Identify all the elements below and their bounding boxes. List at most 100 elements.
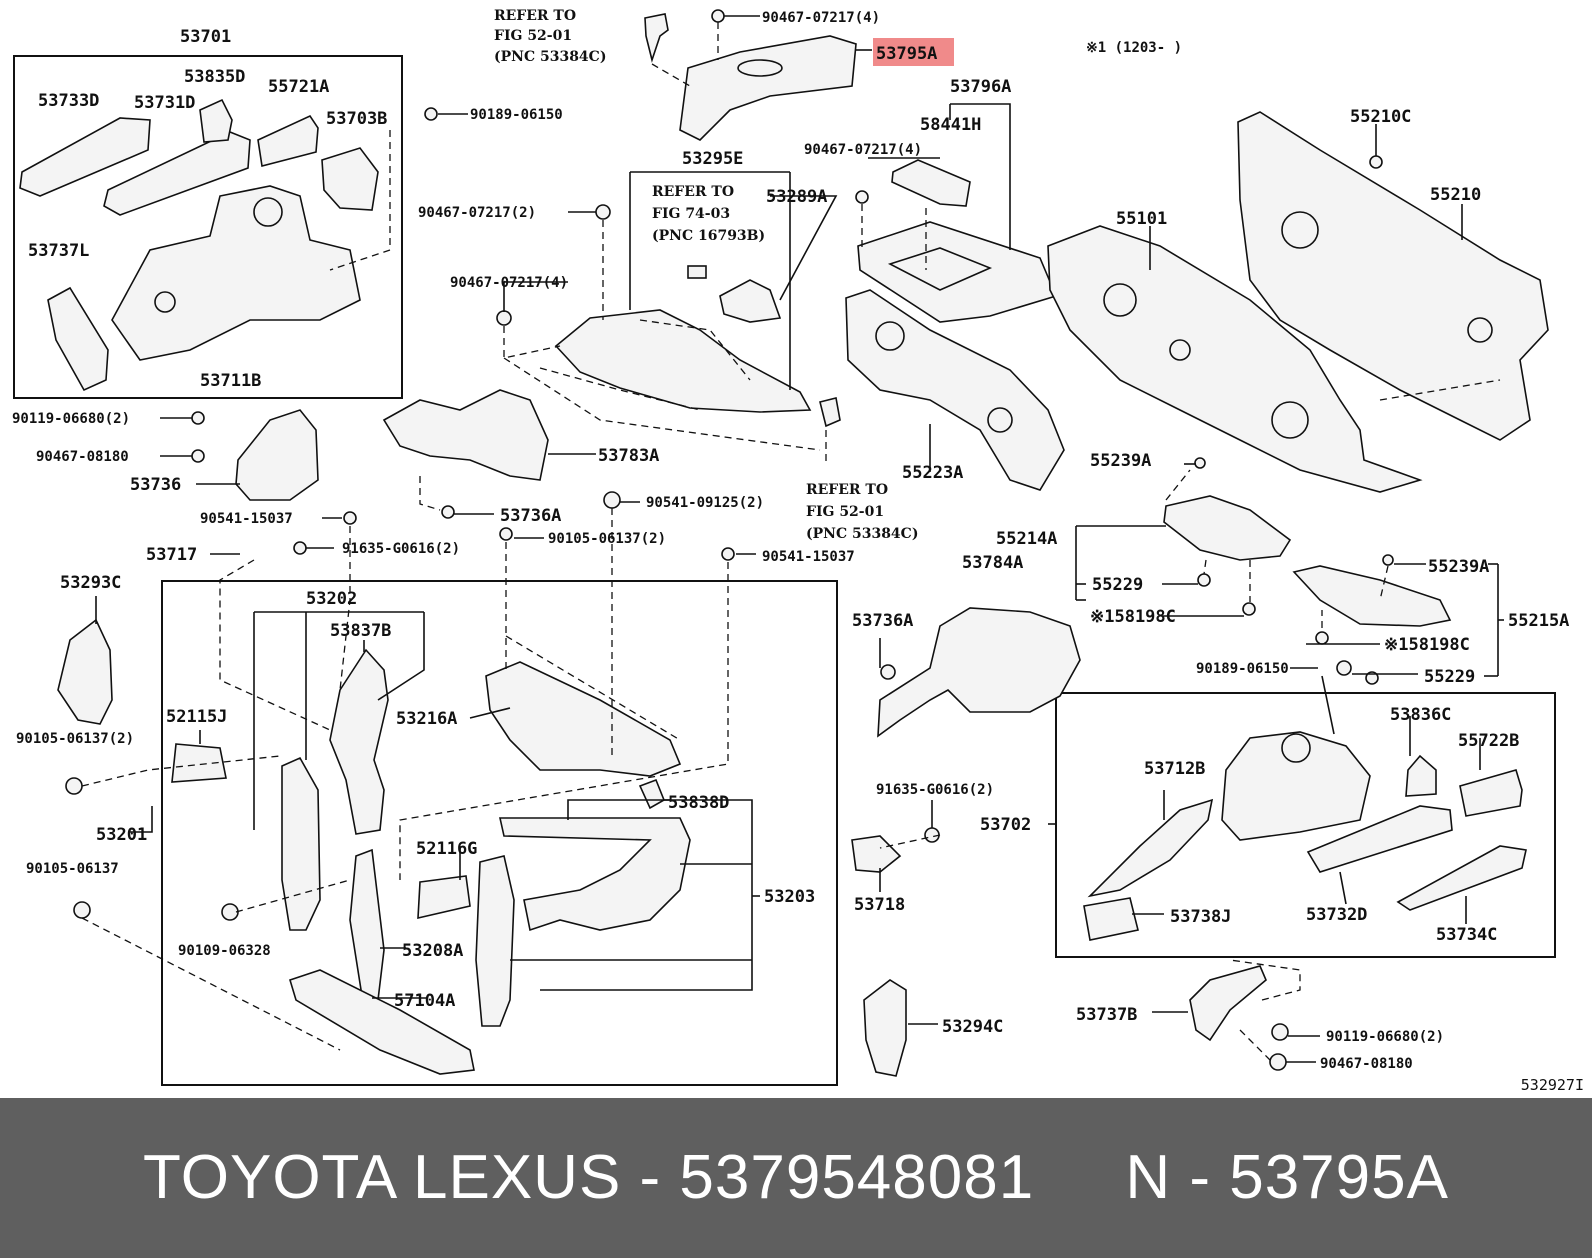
label-90541-15037-b: 90541-15037 xyxy=(762,549,855,565)
label-53712b: 53712B xyxy=(1144,759,1205,779)
dashed-assembly-lines xyxy=(81,22,1501,1061)
lower-rail-shape[interactable] xyxy=(289,969,475,1075)
part-number-banner: TOYOTA LEXUS - 5379548081 N - 53795A xyxy=(0,1098,1592,1258)
label-53838d: 53838D xyxy=(668,793,729,813)
refer-fig-74-03-part[interactable] xyxy=(687,265,707,279)
part-53795a-shape[interactable] xyxy=(679,35,857,141)
label-55210c: 55210C xyxy=(1350,107,1411,127)
refer-52-01b-line1: REFER TO xyxy=(806,482,888,498)
label-53837b: 53837B xyxy=(330,621,391,641)
label-55721a: 55721A xyxy=(268,77,329,97)
bolt-90467-07217-a[interactable] xyxy=(711,9,725,23)
part-53837b-shape[interactable] xyxy=(329,648,389,835)
part-53734c-shape[interactable] xyxy=(1396,845,1527,911)
part-53836c-shape[interactable] xyxy=(1405,754,1437,797)
label-52115j: 52115J xyxy=(166,707,227,727)
part-52116g-shape[interactable] xyxy=(417,875,471,920)
label-91635-g0616-2a: 91635-G0616(2) xyxy=(342,541,460,557)
label-53717: 53717 xyxy=(146,545,197,565)
label-90467-08180-a: 90467-08180 xyxy=(36,449,129,465)
part-53293c-shape[interactable] xyxy=(57,618,113,725)
refer-52-01-line1: REFER TO xyxy=(494,8,576,24)
part-53835d-shape[interactable] xyxy=(199,98,233,143)
label-53738j: 53738J xyxy=(1170,907,1231,927)
part-53783a-shape[interactable] xyxy=(382,389,549,481)
label-53702: 53702 xyxy=(980,815,1031,835)
leader-lines xyxy=(95,15,1504,1063)
label-58441h: 58441H xyxy=(920,115,981,135)
label-90467-07217-4c: 90467-07217(4) xyxy=(450,275,568,291)
part-53711b-shape[interactable] xyxy=(111,185,361,361)
label-90189-06150-b: 90189-06150 xyxy=(1196,661,1289,677)
label-53701: 53701 xyxy=(180,27,231,47)
refer-52-01-line2: FIG 52-01 xyxy=(494,28,572,44)
part-55101-shape[interactable] xyxy=(1047,225,1423,493)
label-90541-09125-2: 90541-09125(2) xyxy=(646,495,764,511)
part-57104a-shape[interactable] xyxy=(475,855,515,1027)
label-55722b: 55722B xyxy=(1458,731,1519,751)
part-53203-shape[interactable] xyxy=(499,817,691,932)
part-53718-shape[interactable] xyxy=(851,835,902,873)
label-53208a: 53208A xyxy=(402,941,463,961)
part-53838d-shape[interactable] xyxy=(638,778,666,810)
label-90467-07217-2: 90467-07217(2) xyxy=(418,205,536,221)
part-53208a-shape[interactable] xyxy=(349,848,385,1001)
label-53732d: 53732D xyxy=(1306,905,1367,925)
part-55721a-shape[interactable] xyxy=(257,114,319,167)
label-53737b: 53737B xyxy=(1076,1005,1137,1025)
fastener-set xyxy=(65,107,1394,1071)
part-53796a-shape[interactable] xyxy=(857,221,1058,323)
part-53732d-shape[interactable] xyxy=(1306,805,1453,873)
part-53712b-shape[interactable] xyxy=(1087,798,1214,898)
label-53718: 53718 xyxy=(854,895,905,915)
part-53202-shape[interactable] xyxy=(281,756,321,931)
part-55223a-shape[interactable] xyxy=(845,289,1065,491)
label-53835d: 53835D xyxy=(184,67,245,87)
part-53289a-shape[interactable] xyxy=(719,279,782,323)
label-55101: 55101 xyxy=(1116,209,1167,229)
part-53733d-shape[interactable] xyxy=(19,117,151,197)
part-53295e-shape[interactable] xyxy=(554,309,812,413)
part-55214a-shape[interactable] xyxy=(1163,495,1292,561)
part-52115j-shape[interactable] xyxy=(171,743,227,783)
banner-title: TOYOTA LEXUS - 5379548081 N - 53795A xyxy=(143,1143,1449,1212)
refer-52-01-line3: (PNC 53384C) xyxy=(494,49,606,65)
label-53733d: 53733D xyxy=(38,91,99,111)
label-90467-08180-b: 90467-08180 xyxy=(1320,1056,1413,1072)
label-58198c-a: ※158198C xyxy=(1090,607,1176,627)
label-55210: 55210 xyxy=(1430,185,1481,205)
part-53737l-shape[interactable] xyxy=(47,286,109,392)
label-53795a[interactable]: 53795A xyxy=(876,44,937,64)
label-53295e: 53295E xyxy=(682,149,743,169)
selected-part-highlight xyxy=(873,38,954,66)
part-53703b-shape[interactable] xyxy=(321,147,379,211)
label-53289a: 53289A xyxy=(766,187,827,207)
label-90467-07217-4b: 90467-07217(4) xyxy=(804,142,922,158)
part-58441h-shape[interactable] xyxy=(891,159,971,207)
part-53737b-shape[interactable] xyxy=(1189,965,1267,1042)
label-53294c: 53294C xyxy=(942,1017,1003,1037)
label-55223a: 55223A xyxy=(902,463,963,483)
part-53738j-shape[interactable] xyxy=(1083,897,1139,941)
label-55229-a: 55229 xyxy=(1092,575,1143,595)
label-58198c-b: ※158198C xyxy=(1384,635,1470,655)
part-55210-shape[interactable] xyxy=(1237,111,1549,441)
label-53734c: 53734C xyxy=(1436,925,1497,945)
clip-53384c-top-shape[interactable] xyxy=(644,13,669,63)
exploded-view-drawing: 53701 53835D 53733D 53731D 55721A 53703B… xyxy=(12,8,1569,1086)
label-91635-g0616-2b: 91635-G0616(2) xyxy=(876,782,994,798)
label-53711b: 53711B xyxy=(200,371,261,391)
part-53702-shape[interactable] xyxy=(1221,731,1371,841)
part-53736-shape[interactable] xyxy=(235,409,319,501)
part-53216a-shape[interactable] xyxy=(485,661,682,777)
refer-74-03-line1: REFER TO xyxy=(652,184,734,200)
part-55722b-shape[interactable] xyxy=(1459,769,1523,817)
label-53784a: 53784A xyxy=(962,553,1023,573)
label-55239a-b: 55239A xyxy=(1428,557,1489,577)
label-53731d: 53731D xyxy=(134,93,195,113)
part-55215a-shape[interactable] xyxy=(1292,565,1452,627)
part-53784a-shape[interactable] xyxy=(877,607,1081,738)
part-53294c-shape[interactable] xyxy=(863,979,907,1077)
label-90189-06150-a: 90189-06150 xyxy=(470,107,563,123)
refer-52-01b-line2: FIG 52-01 xyxy=(806,504,884,520)
